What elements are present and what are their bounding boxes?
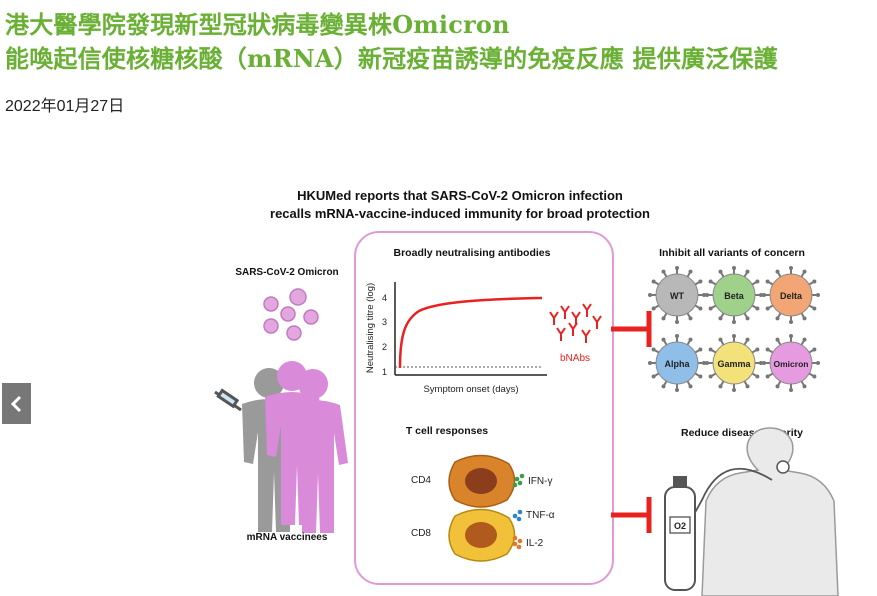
virus-label: SARS-CoV-2 Omicron	[235, 267, 338, 278]
variant-delta: Delta	[762, 266, 820, 324]
variant-alpha: Alpha	[648, 334, 706, 392]
cytokine-ifn-gamma-icon	[512, 473, 525, 488]
cytokine-il2-icon	[512, 535, 523, 550]
inhibit-arrow-bottom-icon	[611, 497, 652, 533]
oxygen-label: O2	[674, 521, 686, 531]
tcell-heading: T cell responses	[406, 425, 488, 437]
oxygen-tank-icon	[664, 476, 696, 591]
cd8-label: CD8	[411, 528, 431, 539]
cd4-label: CD4	[411, 475, 431, 486]
y-tick-4: 4	[382, 293, 387, 303]
article-title-line-2: 能喚起信使核糖核酸（mRNA）新冠疫苗誘導的免疫反應 提供廣泛保護	[5, 44, 778, 73]
variant-label: WT	[670, 291, 684, 301]
omicron-virus-particles-icon	[263, 288, 319, 341]
cytokine-tnf-alpha-icon	[512, 509, 523, 522]
figure-heading-line-2: recalls mRNA-vaccine-induced immunity fo…	[270, 206, 650, 221]
variant-wt: WT	[648, 266, 706, 324]
variant-label: Beta	[724, 291, 745, 301]
variant-label: Gamma	[717, 359, 751, 369]
patient-with-oxygen-icon: O2	[664, 427, 839, 596]
antibodies-heading: Broadly neutralising antibodies	[394, 247, 551, 259]
figure-svg: HKUMed reports that SARS-CoV-2 Omicron i…	[197, 170, 841, 596]
chevron-left-icon	[10, 395, 21, 412]
cd8-cell-icon	[448, 508, 516, 562]
variant-label: Alpha	[664, 359, 690, 369]
titre-curve	[398, 296, 543, 369]
y-tick-2: 2	[382, 342, 387, 352]
variant-beta: Beta	[705, 266, 763, 324]
cytokine-ifn-gamma-label: IFN-γ	[528, 476, 552, 487]
carousel-prev-button[interactable]	[2, 383, 31, 424]
y-tick-1: 1	[382, 367, 387, 377]
research-figure: HKUMed reports that SARS-CoV-2 Omicron i…	[197, 170, 841, 596]
figure-heading-line-1: HKUMed reports that SARS-CoV-2 Omicron i…	[297, 188, 623, 203]
titre-chart: 4 3 2 1 Neutralising titre (log) Symptom…	[365, 282, 547, 395]
syringe-icon	[214, 388, 242, 412]
y-axis-label: Neutralising titre (log)	[365, 283, 376, 373]
antibodies-icon	[549, 303, 602, 343]
variant-gamma: Gamma	[705, 334, 763, 392]
y-tick-labels: 4 3 2 1	[382, 293, 387, 377]
variant-label: Delta	[780, 291, 803, 301]
cytokine-il2-label: IL-2	[526, 538, 544, 549]
x-axis-label: Symptom onset (days)	[423, 384, 518, 395]
bnabs-label: bNAbs	[560, 353, 590, 364]
variant-omicron: Omicron	[762, 334, 820, 392]
variant-label: Omicron	[774, 359, 809, 369]
cytokine-tnf-alpha-label: TNF-α	[526, 510, 555, 521]
y-tick-3: 3	[382, 317, 387, 327]
immune-response-box	[354, 231, 614, 585]
vaccinee-figures-icon	[214, 361, 348, 533]
vaccinees-label: mRNA vaccinees	[247, 532, 328, 543]
article-title: 港大醫學院發現新型冠狀病毒變異株Omicron 能喚起信使核糖核酸（mRNA）新…	[5, 8, 875, 76]
variants-heading: Inhibit all variants of concern	[659, 247, 805, 259]
publish-date: 2022年01月27日	[5, 98, 125, 115]
article-title-line-1: 港大醫學院發現新型冠狀病毒變異株Omicron	[5, 10, 510, 39]
cd4-cell-icon	[448, 454, 516, 508]
inhibit-arrow-top-icon	[611, 311, 652, 347]
